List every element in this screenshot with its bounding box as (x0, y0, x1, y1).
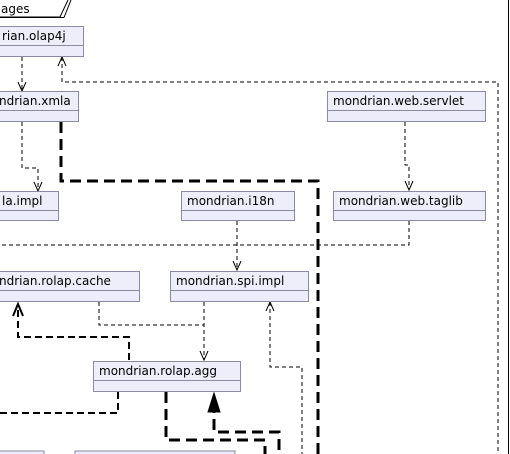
dep-taglib-left (0, 221, 410, 246)
package-label: rian.olap4j (0, 27, 83, 46)
package-olap4j[interactable]: rian.olap4j (0, 26, 84, 57)
dep-agg-left (0, 392, 119, 414)
frame-tab-border (0, 0, 69, 18)
package-spi-impl[interactable]: mondrian.spi.impl (170, 271, 309, 302)
dep-servlet-taglib (404, 122, 410, 190)
dep-agg-thick-up (212, 402, 281, 454)
dep-olap4j-right (61, 57, 499, 454)
dep-spi-up (269, 302, 303, 454)
dep-agg-thick-down (164, 392, 267, 454)
package-rolap-agg[interactable]: mondrian.rolap.agg (93, 361, 241, 392)
package-label: mondrian.spi.impl (171, 272, 308, 291)
dep-arrowhead (404, 180, 414, 192)
package-label: ndrian.xmla (0, 92, 78, 111)
package-i18n[interactable]: mondrian.i18n (181, 191, 295, 221)
package-cut-2 (74, 450, 236, 454)
package-label: la.impl (0, 192, 58, 211)
package-label: mondrian.web.servlet (328, 92, 485, 111)
dep-arrowhead (199, 350, 209, 362)
package-label: ndrian.rolap.cache (0, 272, 139, 291)
package-xmla[interactable]: ndrian.xmla (0, 91, 79, 122)
package-rolap-cache[interactable]: ndrian.rolap.cache (0, 271, 140, 302)
dep-arrowhead (232, 260, 242, 272)
dep-xmla-impl (21, 122, 39, 190)
dep-arrowhead-bold (207, 391, 221, 413)
dep-arrowhead (12, 301, 24, 317)
package-web-servlet[interactable]: mondrian.web.servlet (327, 91, 486, 122)
package-label: mondrian.rolap.agg (94, 362, 240, 381)
package-web-taglib[interactable]: mondrian.web.taglib (333, 191, 486, 221)
dep-arrowhead (57, 55, 67, 67)
package-xmla-impl[interactable]: la.impl (0, 191, 59, 221)
package-label: mondrian.web.taglib (334, 192, 485, 211)
dep-cache-agg (98, 302, 204, 326)
dep-arrowhead (265, 300, 275, 312)
package-label: mondrian.i18n (182, 192, 294, 211)
dep-xmla-thick (59, 122, 320, 454)
package-cut-1 (0, 450, 45, 454)
frame-tab-slope (63, 0, 72, 18)
dep-agg-cache (17, 306, 130, 360)
frame-title: ages (1, 2, 30, 16)
